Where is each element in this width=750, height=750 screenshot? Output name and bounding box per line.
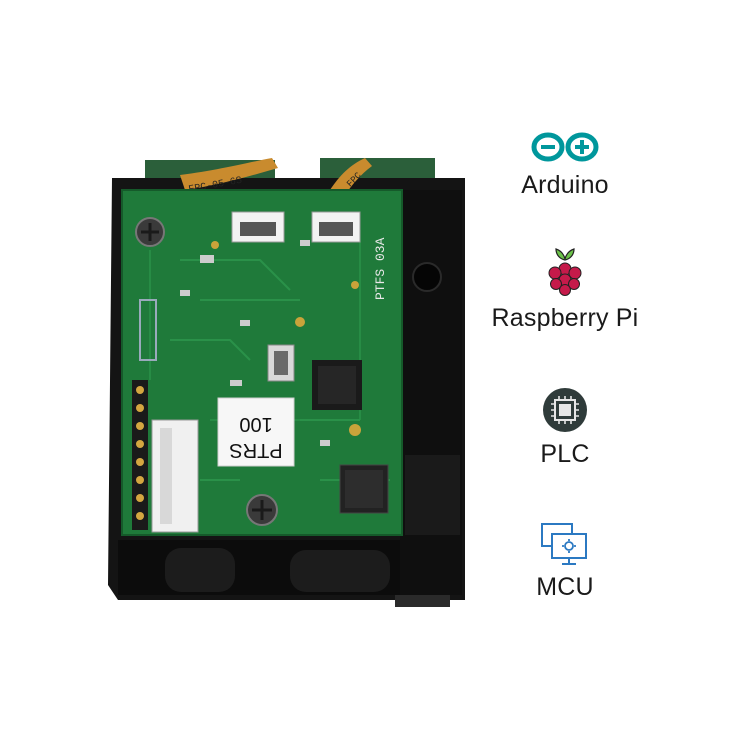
rangefinder-module-photo: FPC-05-6S FPC PTFS 03A <box>108 158 465 607</box>
compat-raspberry-pi: Raspberry Pi <box>470 245 660 333</box>
compat-plc: PLC <box>470 387 660 469</box>
model-sticker <box>217 397 295 467</box>
compat-label: MCU <box>536 573 594 601</box>
raspberry-pi-logo-icon <box>548 248 582 296</box>
pcb-label-text: PTFS 03A <box>373 237 388 300</box>
compat-label: Arduino <box>521 171 609 199</box>
compat-label: PLC <box>540 440 590 468</box>
compat-label: Raspberry Pi <box>491 304 639 332</box>
sticker-line1: PTRS <box>229 439 282 461</box>
side-connector <box>151 419 199 533</box>
flex-cable <box>180 158 278 190</box>
computer-monitor-icon <box>541 523 587 565</box>
pin-header <box>132 380 148 530</box>
housing-lens-hole <box>412 262 442 292</box>
chip-icon <box>543 388 587 432</box>
compat-mcu: MCU <box>470 522 660 602</box>
sticker-line2: 100 <box>239 413 272 435</box>
compat-arduino: Arduino <box>470 130 660 200</box>
arduino-logo-icon <box>531 132 599 162</box>
